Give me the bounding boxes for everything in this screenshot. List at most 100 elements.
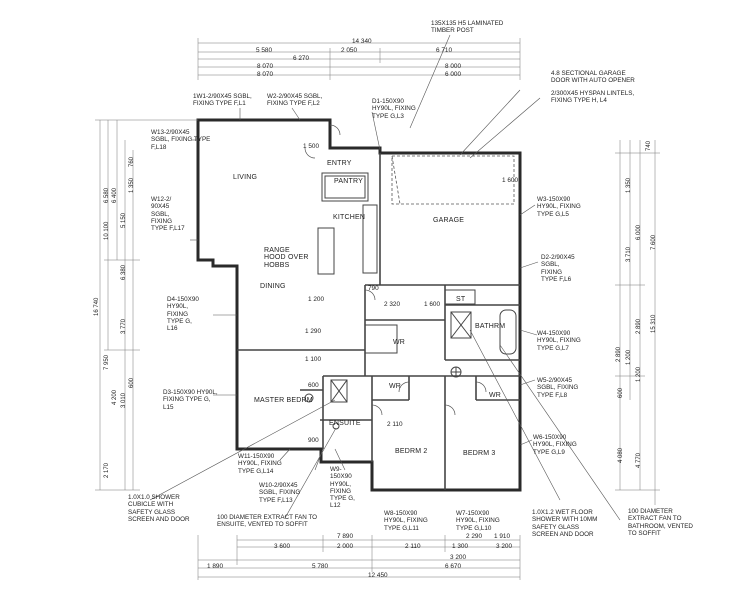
dim-bottom-2110: 2 110 (405, 543, 421, 550)
dim-left-16740: 16 740 (94, 297, 100, 316)
dim-left-3770: 3 770 (121, 318, 127, 334)
dim-bottom-2000: 2 000 (337, 543, 353, 550)
room-st: ST (456, 296, 466, 303)
note-d2: D2-2/90X45 SGBL, FIXING TYPE F,L6 (541, 254, 575, 283)
dim-right-1200-a: 1 200 (626, 349, 632, 365)
note-d4: D4-150X90 HY90L, FIXING TYPE G, L16 (167, 296, 199, 333)
dim-top-overall: 14 340 (352, 38, 372, 45)
dim-top-6000: 6 000 (445, 71, 461, 78)
dim-inner-600: 600 (308, 382, 319, 389)
note-w13: W13-2/90X45 SGBL, FIXING TYPE F,L18 (151, 129, 211, 151)
note-w3: W3-150X90 HY90L, FIXING TYPE G,L5 (537, 196, 581, 218)
dim-left-760: 760 (129, 156, 135, 167)
room-garage: GARAGE (433, 217, 465, 224)
dim-right-6000: 6 000 (636, 224, 642, 240)
dim-left-2170: 2 170 (104, 462, 110, 478)
dimension-lines-right (615, 140, 660, 505)
dim-inner-1600-b: 1 600 (502, 177, 518, 184)
dim-left-6580: 6 580 (104, 187, 110, 203)
dim-inner-1290: 1 290 (305, 328, 321, 335)
note-w7: W7-150X90 HY90L, FIXING TYPE G,L10 (456, 510, 500, 532)
room-dining: DINING (260, 283, 286, 290)
dim-right-15310: 15 310 (651, 314, 657, 333)
room-wr-3: WR (489, 392, 502, 399)
dim-bottom-3600: 3 600 (274, 543, 290, 550)
note-fan-ensuite: 100 DIAMETER EXTRACT FAN TO ENSUITE, VEN… (217, 514, 318, 529)
note-lintels: 2/300X45 HYSPAN LINTELS, FIXING TYPE H, … (551, 90, 635, 105)
note-w1: 1W1-2/90X45 SGBL, FIXING TYPE F,L1 (193, 93, 252, 108)
note-d3: D3-150X90 HY90L, FIXING TYPE G, L15 (163, 389, 218, 411)
note-d1: D1-150X90 HY90L, FIXING TYPE G,L3 (372, 98, 416, 120)
room-bedrm-2: BEDRM 2 (395, 448, 428, 455)
leader-lines (149, 34, 621, 521)
dim-top-8000: 8 000 (445, 63, 461, 70)
dimension-lines-left (95, 119, 198, 491)
dim-inner-1100: 1 100 (305, 356, 321, 363)
room-living: LIVING (233, 174, 258, 181)
dim-right-3710: 3 710 (626, 246, 632, 262)
dim-top-6270: 6 270 (293, 55, 309, 62)
note-w9: W9- 150X90 HY90L, FIXING TYPE G, L12 (330, 466, 355, 510)
dim-inner-2110: 2 110 (387, 421, 403, 428)
dim-left-3010: 3 010 (121, 392, 127, 408)
dim-inner-1600: 1 600 (424, 301, 440, 308)
note-w12: W12-2/ 90X45 SGBL, FIXING TYPE F,L17 (151, 196, 185, 233)
dim-left-600: 600 (129, 377, 135, 388)
dim-right-600: 600 (618, 387, 624, 398)
dim-bottom-1910: 1 910 (494, 533, 510, 540)
note-w8: W8-150X90 HY90L, FIXING TYPE G,L11 (384, 510, 428, 532)
note-shower-cubicle: 1.0X1.0 SHOWER CUBICLE WITH SAFETY GLASS… (128, 494, 190, 523)
dim-top-2050: 2 050 (341, 47, 357, 54)
dim-right-1200-b: 1 200 (636, 366, 642, 382)
note-fan-bathroom: 100 DIAMETER EXTRACT FAN TO BATHROOM, VE… (628, 508, 693, 537)
room-bathrm: BATHRM (475, 323, 506, 330)
dim-left-6400: 6 400 (112, 187, 118, 203)
dim-top-5580: 5 580 (256, 47, 272, 54)
dim-left-10100: 10 100 (104, 221, 110, 240)
range-hood-label: RANGE HOOD OVER HOBBS (264, 247, 309, 269)
dim-right-4080: 4 080 (618, 447, 624, 463)
dim-bottom-1890: 1 890 (207, 563, 223, 570)
dim-inner-1500: 1 500 (303, 143, 319, 150)
dim-bottom-6670: 6 670 (445, 563, 461, 570)
room-kitchen: KITCHEN (333, 214, 366, 221)
dim-top-8070-a: 8 070 (257, 63, 273, 70)
note-w6: W6-150X90 HY90L, FIXING TYPE G,L9 (533, 434, 577, 456)
room-wr-1: WR (393, 339, 406, 346)
dim-inner-790: 790 (368, 285, 379, 292)
dim-right-740: 740 (646, 140, 652, 151)
note-w2: W2-2/90X45 SGBL, FIXING TYPE F,L2 (267, 93, 323, 108)
dim-inner-900: 900 (308, 437, 319, 444)
dim-left-4200: 4 200 (112, 389, 118, 405)
dim-left-5150: 5 150 (121, 212, 127, 228)
interior-walls (237, 153, 520, 490)
dim-top-6710: 6 710 (436, 47, 452, 54)
note-garage-door: 4.8 SECTIONAL GARAGE DOOR WITH AUTO OPEN… (551, 70, 635, 85)
room-entry: ENTRY (327, 160, 352, 167)
room-master-bedrm: MASTER BEDRM (254, 397, 313, 404)
dim-right-7600: 7 600 (651, 234, 657, 250)
dim-inner-1200: 1 200 (308, 296, 324, 303)
dim-right-1350: 1 350 (626, 177, 632, 193)
dim-inner-2320: 2 320 (384, 301, 400, 308)
room-ensuite: ENSUITE (329, 420, 361, 427)
note-wet-floor-shower: 1.0X1.2 WET FLOOR SHOWER WITH 10MM SAFET… (532, 509, 598, 538)
dimension-lines-top (197, 38, 521, 80)
garage-door-outline (391, 155, 515, 205)
dim-bottom-3200-b: 3 200 (450, 554, 466, 561)
dim-bottom-3200-a: 3 200 (496, 543, 512, 550)
dim-left-6380: 6 380 (121, 264, 127, 280)
dim-right-2890-b: 2 890 (616, 346, 622, 362)
door-swings (304, 124, 487, 416)
dim-bottom-7890: 7 890 (337, 533, 353, 540)
note-w5: W5-2/90X45 SGBL, FIXING TYPE F,L8 (537, 377, 579, 399)
note-timber-post: 135X135 H5 LAMINATED TIMBER POST (431, 20, 504, 35)
note-w4: W4-150X90 HY90L, FIXING TYPE G,L7 (537, 330, 581, 352)
dim-bottom-overall: 12 450 (368, 572, 388, 579)
dim-right-2890-a: 2 890 (636, 318, 642, 334)
note-w10: W10-2/90X45 SGBL, FIXING TYPE F,L13 (259, 482, 301, 504)
dim-right-4770: 4 770 (636, 452, 642, 468)
room-bedrm-3: BEDRM 3 (463, 450, 496, 457)
dim-top-8070-b: 8 070 (257, 71, 273, 78)
